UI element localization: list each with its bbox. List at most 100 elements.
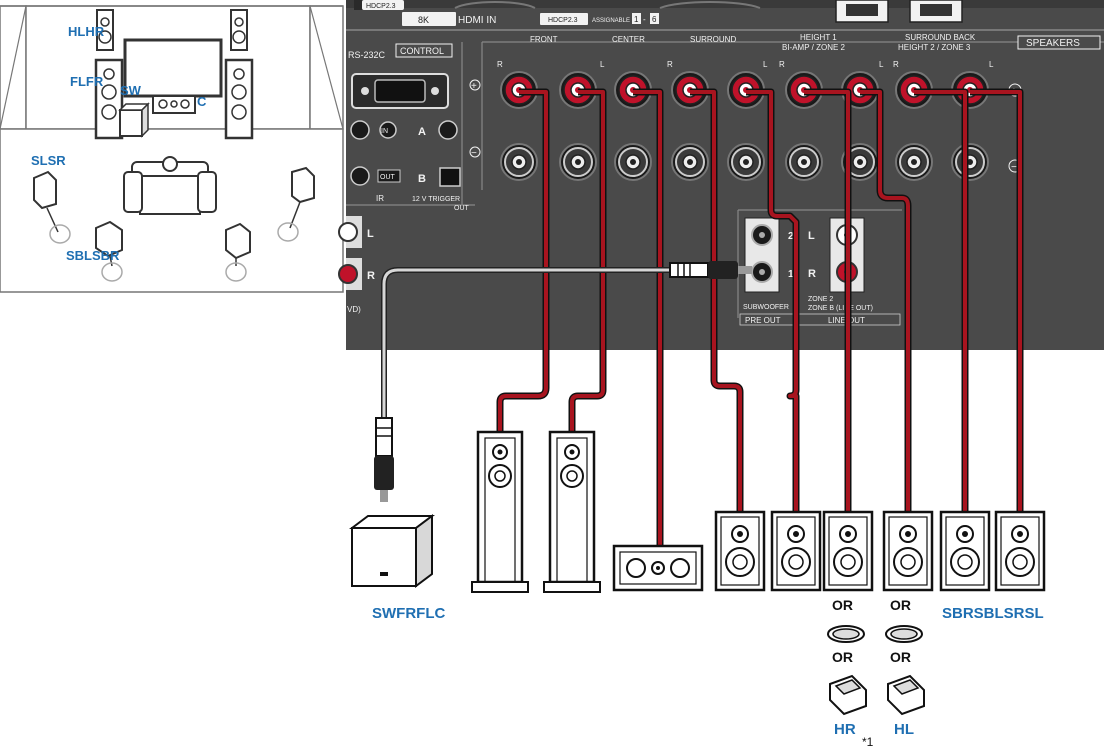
eightk-label: 8K <box>418 15 429 25</box>
terminal-minus-6[interactable] <box>785 143 823 181</box>
pre-r-label: R <box>808 268 816 280</box>
surround-back-right-speaker-icon <box>939 510 991 592</box>
terminal-minus-5[interactable] <box>727 143 765 181</box>
ir-label: IR <box>376 194 384 203</box>
surround-left-speaker-icon <box>770 510 822 592</box>
room-illustration: HLHR FLFR SW C SLSR SBLSBR <box>0 5 344 293</box>
rca-plug-sub-icon <box>374 417 394 502</box>
speaker-cable-4 <box>690 88 744 512</box>
section-surround-back-sub: HEIGHT 2 / ZONE 3 <box>898 43 971 52</box>
terminal-minus-3[interactable] <box>614 143 652 181</box>
zone-b-line-out-label: ZONE B (LINE OUT) <box>808 305 873 312</box>
surround-r-label: R <box>667 60 673 69</box>
height-left-speaker-icon <box>882 510 934 592</box>
height1-r-label: R <box>779 60 785 69</box>
or-label-3: OR <box>832 649 853 665</box>
subwoofer-cable <box>374 261 752 502</box>
section-surround-back: SURROUND BACK <box>905 33 976 42</box>
minus-right-label: − <box>1011 162 1017 173</box>
hdcp-label: HDCP2.3 <box>548 17 578 24</box>
subwoofer-port-label: SUBWOOFER <box>743 304 789 311</box>
subwoofer-icon <box>349 514 435 588</box>
terminal-minus-9[interactable] <box>951 143 989 181</box>
section-surround: SURROUND <box>690 35 736 44</box>
or-label-1: OR <box>832 597 853 613</box>
room-center-speaker-icon <box>152 95 196 114</box>
speaker-cable-8 <box>914 88 969 512</box>
height-speaker-right-icon <box>230 9 248 51</box>
surround-back-left-speaker-icon <box>95 220 123 282</box>
pre-out-one-label: 1 <box>788 269 794 280</box>
footnote-label: *1 <box>862 735 874 748</box>
room-label-c: C <box>197 94 207 109</box>
front-left-tower-icon <box>543 430 601 593</box>
front-r-label: R <box>497 60 503 69</box>
room-label-sw: SW <box>120 83 142 98</box>
surround-back-right-speaker-icon <box>225 222 251 282</box>
in-ceiling-speaker-left-icon <box>885 625 923 643</box>
left-jack-l-label: L <box>367 228 374 240</box>
height-speaker-left-icon <box>96 9 114 51</box>
speaker-cable-7 <box>860 88 912 512</box>
surround-l-label: L <box>763 60 768 69</box>
hr-label: HR <box>834 721 856 738</box>
surround-right-speaker-icon <box>714 510 766 592</box>
speakers-label: SPEAKERS <box>1026 38 1080 49</box>
section-front: FRONT <box>530 35 558 44</box>
speaker-cable-1 <box>496 88 550 432</box>
control-label: CONTROL <box>400 46 444 56</box>
height-right-speaker-icon <box>822 510 874 592</box>
sofa-icon <box>123 156 217 215</box>
vd-label: VD) <box>347 305 361 314</box>
tv-icon <box>123 38 223 98</box>
trigger-out-label: OUT <box>454 205 470 212</box>
surround-back-left-speaker-icon <box>994 510 1046 592</box>
assignable-one-label: 1 <box>634 15 639 24</box>
rs232c-port[interactable] <box>351 73 449 109</box>
hdcp-small-label: HDCP2.3 <box>366 3 396 10</box>
svg-text:-: - <box>643 15 646 24</box>
speaker-cable-6 <box>804 88 852 512</box>
or-label-4: OR <box>890 649 911 665</box>
terminal-minus-8[interactable] <box>895 143 933 181</box>
section-height1: HEIGHT 1 <box>800 33 837 42</box>
bookshelf-speakers <box>714 510 1046 592</box>
speaker-cable-2 <box>568 88 607 432</box>
receiver-rear-panel: HDCP2.3 8K HDMI IN HDCP2.3 ASSIGNABLE 1 … <box>338 0 1104 350</box>
terminal-minus-1[interactable] <box>500 143 538 181</box>
pre-out-two-label: 2 <box>788 231 794 242</box>
trigger-b-label: B <box>418 173 426 185</box>
section-height1-sub: BI-AMP / ZONE 2 <box>782 43 846 52</box>
hl-label: HL <box>894 721 914 738</box>
pre-out-label: PRE OUT <box>745 316 781 325</box>
surround-back-l-label: L <box>989 60 994 69</box>
center-speaker-icon <box>612 544 704 592</box>
surround-left-speaker-icon <box>33 170 71 244</box>
dolby-enabled-speaker-left-icon <box>887 674 925 716</box>
room-label-sbl-sbr: SBLSBR <box>66 248 120 263</box>
zone2-label: ZONE 2 <box>808 296 833 303</box>
front-l-label: L <box>600 60 605 69</box>
terminal-minus-2[interactable] <box>559 143 597 181</box>
front-tower-left-icon <box>94 58 124 140</box>
surround-right-speaker-icon <box>277 166 315 242</box>
speaker-cable-5 <box>746 88 800 512</box>
ir-out-label: OUT <box>380 174 396 181</box>
room-label-hl-hr: HLHR <box>68 24 105 39</box>
minus-left-label: − <box>471 148 477 159</box>
room-label-fl-fr: FLFR <box>70 74 104 89</box>
rs232c-label: RS-232C <box>348 50 386 60</box>
room-subwoofer-icon <box>118 102 150 138</box>
speaker-cables <box>496 88 1024 546</box>
pre-l-label: L <box>808 230 815 242</box>
height1-l-label: L <box>879 60 884 69</box>
trigger-a-label: A <box>418 126 426 138</box>
in-ceiling-speaker-right-icon <box>827 625 865 643</box>
terminal-minus-4[interactable] <box>671 143 709 181</box>
dolby-enabled-speaker-right-icon <box>829 674 867 716</box>
section-center: CENTER <box>612 35 645 44</box>
room-label-sl-sr: SLSR <box>31 153 66 168</box>
trigger-label: 12 V TRIGGER <box>412 196 460 203</box>
plus-left-label: + <box>471 81 477 92</box>
